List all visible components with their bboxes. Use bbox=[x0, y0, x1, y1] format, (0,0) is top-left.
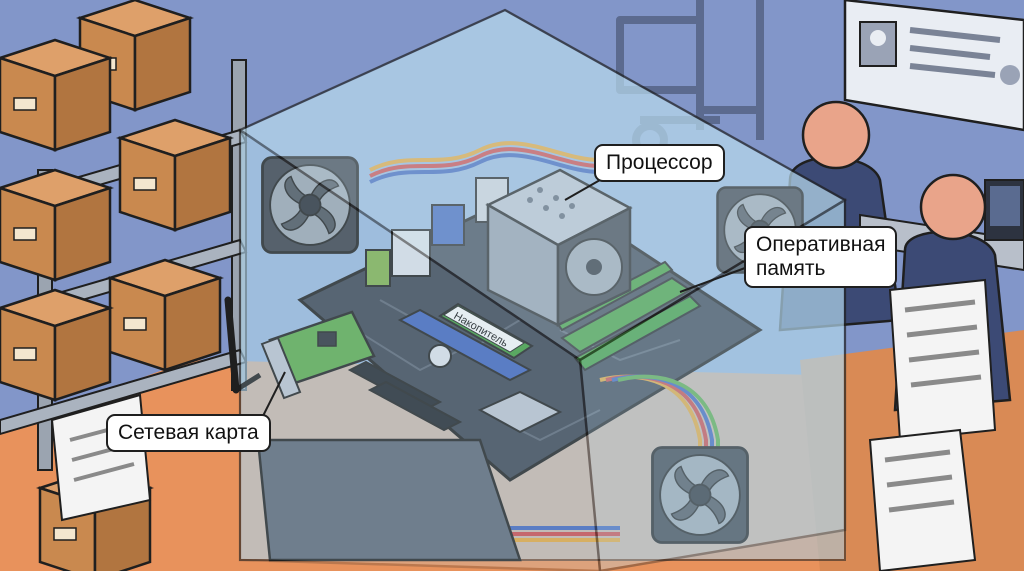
antenna-icon bbox=[224, 296, 262, 394]
pcie-slots bbox=[347, 308, 533, 432]
document-icon bbox=[868, 428, 977, 571]
cmos-battery bbox=[428, 344, 452, 368]
network-card bbox=[260, 310, 376, 400]
cpu-cooler-icon bbox=[485, 168, 633, 328]
callout-leaders bbox=[261, 179, 746, 419]
cpu-label: Процессор bbox=[594, 144, 725, 182]
chipset bbox=[477, 390, 563, 434]
network-card-label: Сетевая карта bbox=[106, 414, 271, 452]
power-supply bbox=[256, 438, 522, 562]
id-poster bbox=[843, 0, 1024, 132]
document-icon bbox=[888, 278, 997, 442]
ram-label: Оперативная память bbox=[744, 226, 898, 288]
case-glass-front bbox=[237, 8, 848, 362]
